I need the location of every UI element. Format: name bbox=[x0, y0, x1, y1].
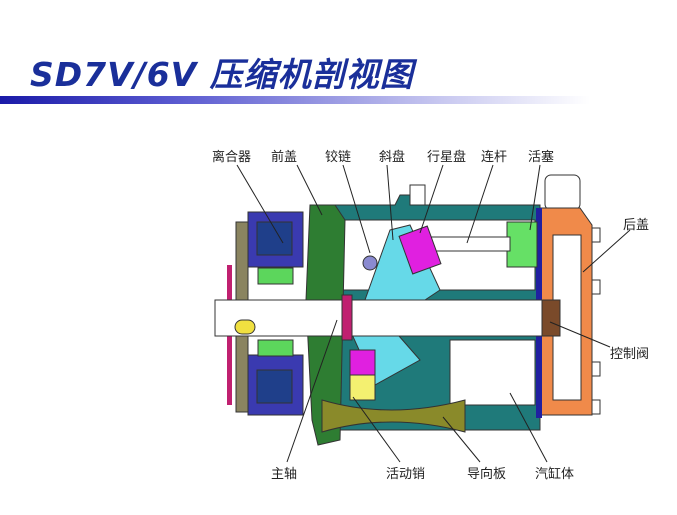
hinge bbox=[362, 255, 378, 271]
label-rear-cover: 后盖 bbox=[623, 218, 649, 233]
label-hinge: 铰链 bbox=[325, 150, 351, 165]
control-valve bbox=[541, 299, 561, 337]
guide-plate bbox=[321, 399, 466, 433]
label-front-cover: 前盖 bbox=[271, 149, 297, 165]
label-swash-plate: 斜盘 bbox=[379, 149, 405, 165]
label-cylinder-block: 汽缸体 bbox=[535, 466, 574, 482]
label-guide-plate: 导向板 bbox=[467, 466, 506, 482]
label-connecting-rod: 连杆 bbox=[481, 149, 507, 165]
slide-title: SD7V/6V 压缩机剖视图 bbox=[30, 55, 414, 94]
label-clutch: 离合器 bbox=[212, 149, 251, 165]
connecting-rod bbox=[429, 236, 511, 252]
title-underline bbox=[0, 96, 590, 104]
label-control-valve: 控制阀 bbox=[610, 347, 649, 362]
label-planet-plate: 行星盘 bbox=[427, 149, 466, 165]
piston bbox=[506, 221, 538, 268]
label-main-shaft: 主轴 bbox=[271, 467, 297, 482]
leader-lines bbox=[236, 164, 631, 463]
planet-plate bbox=[398, 225, 442, 275]
label-piston: 活塞 bbox=[528, 149, 554, 165]
label-movable-pin: 活动销 bbox=[386, 467, 425, 482]
main-shaft bbox=[214, 299, 556, 337]
